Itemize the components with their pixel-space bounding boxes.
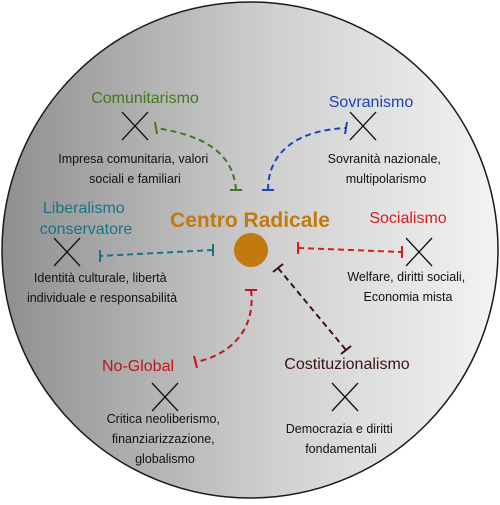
desc-line: multipolarismo xyxy=(346,172,427,186)
desc-line: Democrazia e diritti xyxy=(286,422,393,436)
connector-caps xyxy=(99,121,403,369)
cross-marker-comunitarismo xyxy=(121,111,149,141)
node-desc-socialismo: Welfare, diritti sociali, Economia mista xyxy=(347,270,468,304)
node-title-costituzionalismo: Costituzionalismo xyxy=(284,356,409,373)
desc-line: Critica neoliberismo, xyxy=(107,412,220,426)
desc-line: sociali e familiari xyxy=(89,172,181,186)
center-title: Centro Radicale xyxy=(170,209,330,232)
node-title-sovranismo: Sovranismo xyxy=(329,94,414,111)
connector-liberalismo xyxy=(99,249,214,257)
title-line: Liberalismo xyxy=(43,200,125,217)
connectors xyxy=(99,127,403,363)
node-title-comunitarismo: Comunitarismo xyxy=(91,90,199,107)
node-desc-sovranismo: Sovranità nazionale, multipolarismo xyxy=(328,152,445,186)
desc-line: Economia mista xyxy=(364,290,453,304)
node-title-liberalismo: Liberalismo conservatore xyxy=(40,200,133,238)
node-title-socialismo: Socialismo xyxy=(369,210,446,227)
connector-sovranismo xyxy=(267,127,347,191)
desc-line: finanziarizzazione, xyxy=(112,432,215,446)
desc-line: fondamentali xyxy=(305,442,377,456)
cap-noglobal-end xyxy=(193,355,198,369)
node-desc-liberalismo: Identità culturale, libertà individuale … xyxy=(27,271,177,305)
desc-line: globalismo xyxy=(135,452,195,466)
connector-comunitarismo xyxy=(155,127,237,191)
desc-line: Identità culturale, libertà xyxy=(34,271,167,285)
cross-markers xyxy=(53,111,433,412)
desc-line: Sovranità nazionale, xyxy=(328,152,441,166)
cap-comunitarismo-end xyxy=(154,121,158,135)
node-desc-costituzionalismo: Democrazia e diritti fondamentali xyxy=(286,422,396,456)
connector-socialismo xyxy=(297,247,403,253)
cross-marker-liberalismo xyxy=(53,237,81,267)
cross-marker-socialismo xyxy=(405,237,433,267)
desc-line: individuale e responsabilità xyxy=(27,291,177,305)
title-line: conservatore xyxy=(40,221,133,238)
cross-marker-noglobal xyxy=(151,382,179,412)
cap-costituzionalismo-end xyxy=(340,345,352,355)
cross-marker-sovranismo xyxy=(349,111,377,141)
cap-costituzionalismo-start xyxy=(272,263,284,273)
center-dot xyxy=(234,233,268,267)
connector-costituzionalismo xyxy=(277,267,347,351)
node-desc-comunitarismo: Impresa comunitaria, valori sociali e fa… xyxy=(58,152,212,186)
connector-noglobal xyxy=(195,289,253,363)
cross-marker-costituzionalismo xyxy=(331,382,359,412)
desc-line: Welfare, diritti sociali, xyxy=(347,270,465,284)
node-desc-noglobal: Critica neoliberismo, finanziarizzazione… xyxy=(107,412,224,466)
node-title-noglobal: No-Global xyxy=(102,358,174,375)
cap-sovranismo-end xyxy=(344,121,348,135)
desc-line: Impresa comunitaria, valori xyxy=(58,152,208,166)
